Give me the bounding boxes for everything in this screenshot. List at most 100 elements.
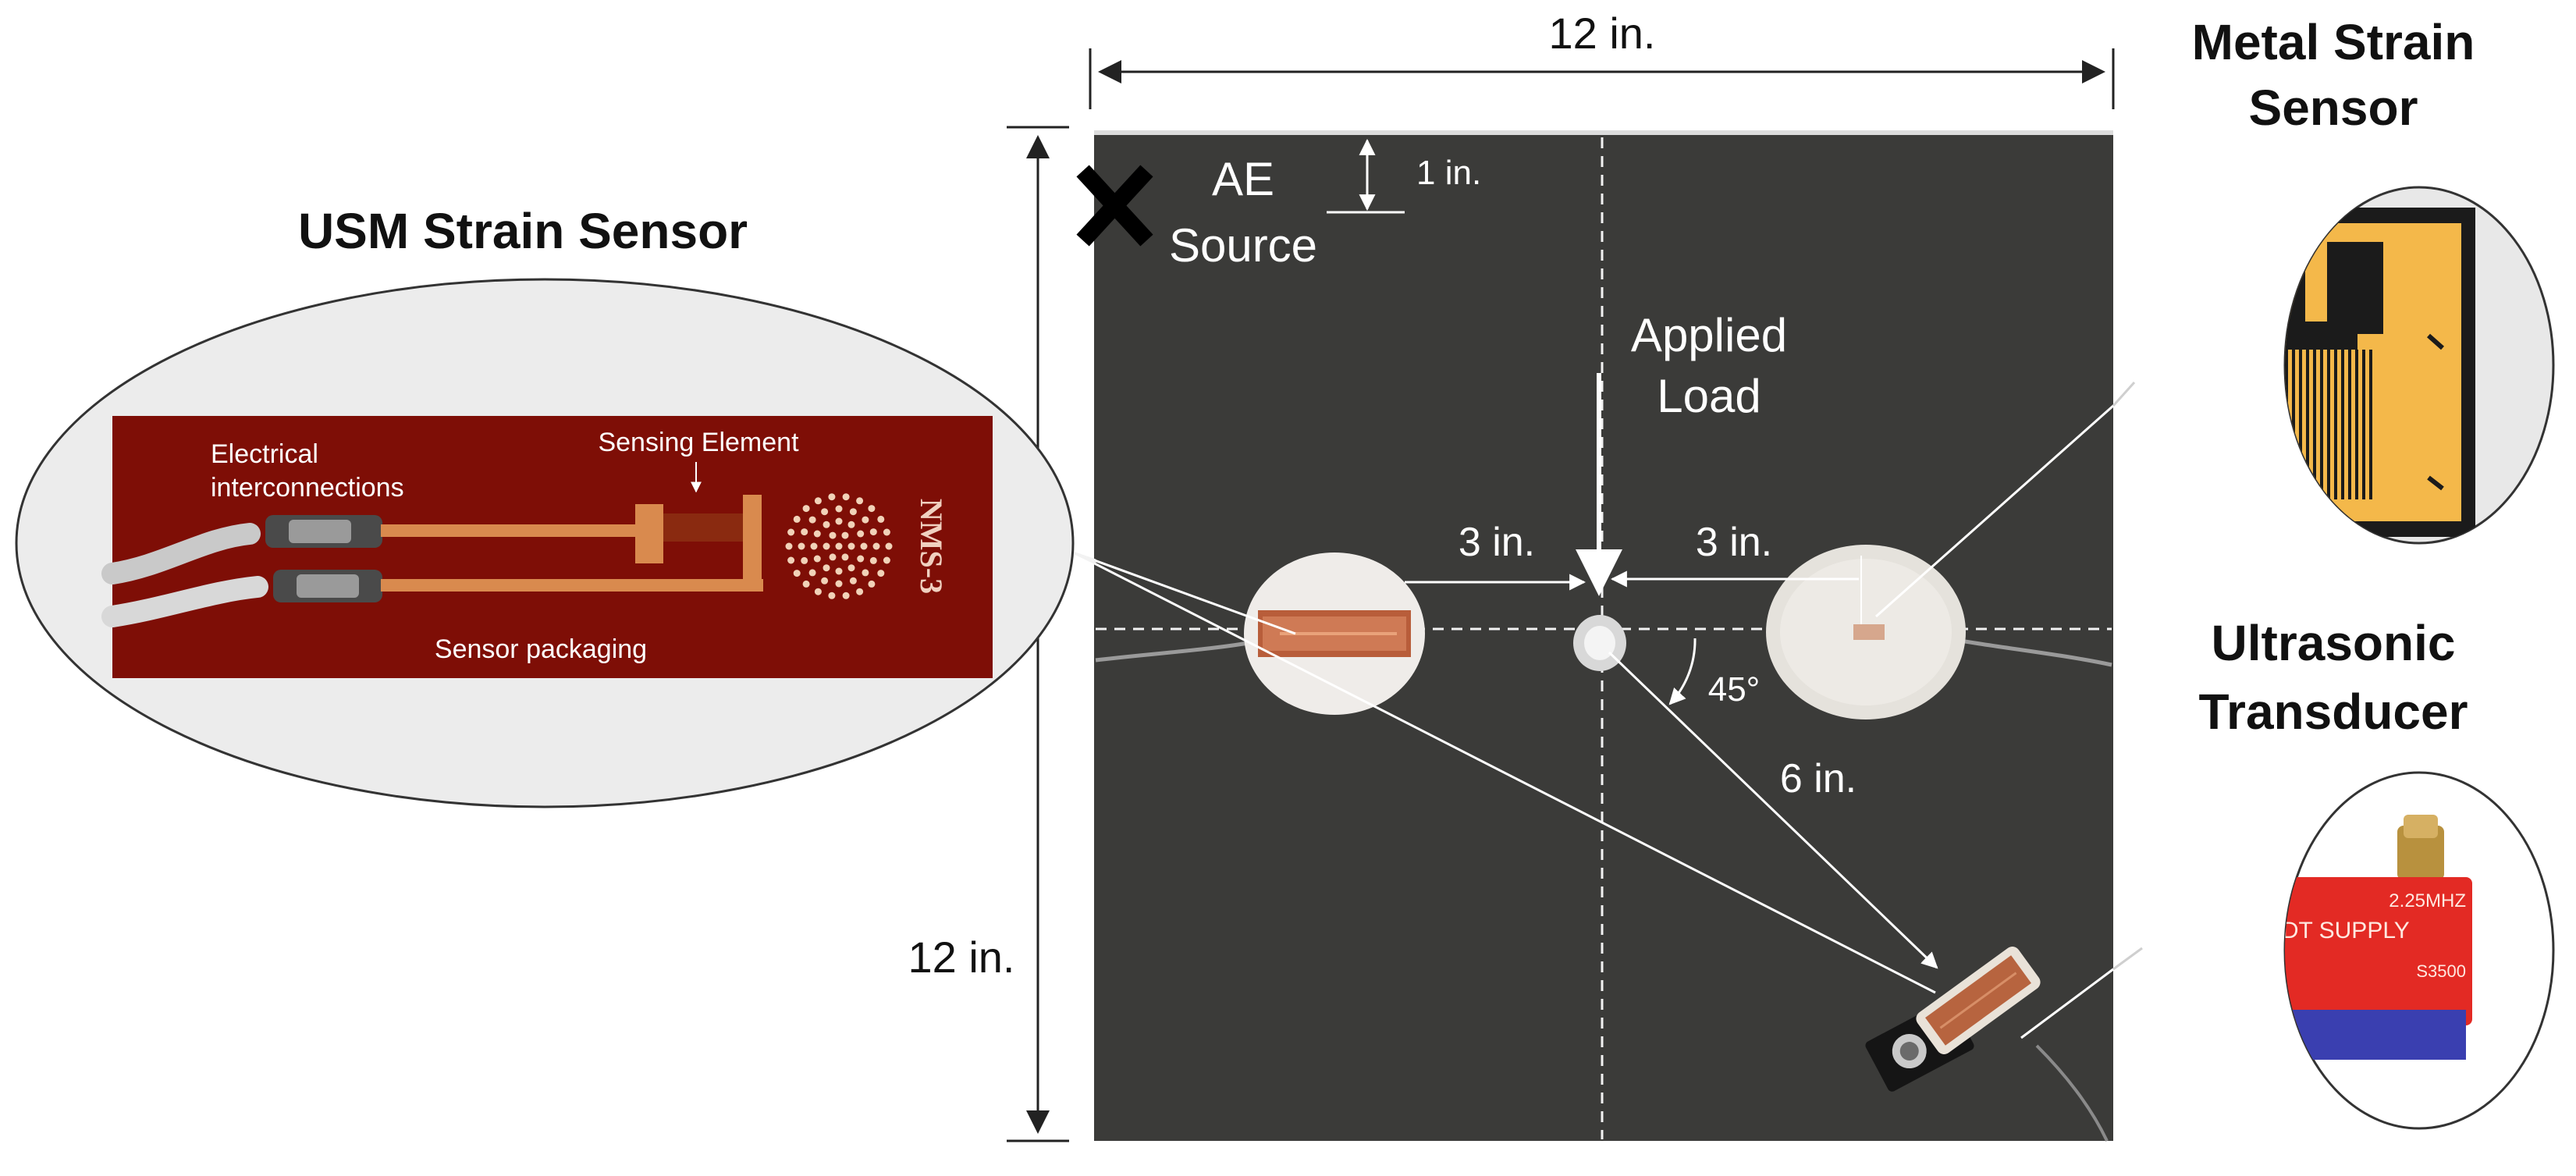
usm-pattern-dot — [793, 570, 801, 577]
usm-pattern-dot — [835, 567, 843, 575]
left-dimension-label: 12 in. — [908, 933, 1015, 982]
ae-source-label-line1: AE — [1212, 153, 1274, 205]
transducer-size-label: 1/2X1.0" — [2215, 890, 2286, 911]
transducer-body — [2285, 877, 2472, 1025]
metal-gauge-foil — [2285, 223, 2461, 521]
usm-pattern-dot — [802, 505, 810, 513]
usm-pattern-dot — [885, 542, 893, 550]
ultrasonic-title-line2: Transducer — [2198, 684, 2468, 740]
usm-pattern-dot — [841, 553, 849, 561]
usm-pattern-dot — [823, 520, 830, 528]
plate: AE Source 1 in. Applied Load 3 in. 3 in.… — [1072, 130, 2113, 1142]
usm-pattern-dot — [841, 531, 849, 539]
usm-pattern-dot — [856, 588, 864, 595]
usm-pattern-dot — [808, 569, 816, 577]
usm-pattern-dot — [787, 528, 795, 536]
usm-pattern-dot — [829, 553, 837, 561]
usm-pattern-dot — [842, 493, 850, 501]
usm-pattern-dot — [787, 556, 795, 564]
bnc-connector — [2397, 826, 2444, 880]
usm-pattern-dot — [883, 528, 890, 536]
usm-pattern-dot — [868, 580, 876, 588]
usm-pattern-dot — [857, 555, 865, 563]
usm-pattern-dot — [835, 542, 843, 550]
usm-leader-line-1 — [1072, 551, 1296, 635]
usm-pattern-dot — [798, 542, 805, 550]
usm-pattern-dot — [814, 497, 822, 505]
top-dimension-label: 12 in. — [1549, 9, 1656, 58]
ultrasonic-title-line1: Ultrasonic — [2212, 615, 2456, 671]
usm-pattern-dot — [869, 556, 877, 564]
usm-pattern-dot — [808, 516, 816, 524]
usm-pattern-dot — [857, 530, 865, 538]
usm-pattern-dot — [869, 528, 877, 536]
sensing-element-label: Sensing Element — [598, 428, 799, 457]
usm-pattern-dot — [842, 592, 850, 599]
usm-pattern-dot — [813, 555, 821, 563]
usm-pattern-dot — [813, 530, 821, 538]
transducer-serial-label: S3500 — [2416, 961, 2466, 981]
usm-pattern-dot — [862, 569, 869, 577]
applied-load-label-line2: Load — [1657, 370, 1761, 422]
usm-pattern-dot — [835, 505, 843, 513]
usm-pattern-dot — [814, 588, 822, 595]
usm-pattern-dot — [835, 580, 843, 588]
usm-pattern-dot — [821, 508, 829, 516]
transducer-brand-label: NDT SUPPLY — [2265, 918, 2410, 943]
metal-leader-line — [2112, 381, 2136, 407]
usm-pattern-dot — [821, 577, 829, 584]
usm-pattern-dot — [801, 556, 808, 564]
usm-pattern-dot — [856, 497, 864, 505]
applied-load-label-line1: Applied — [1631, 309, 1787, 361]
transducer-model-label: BSA-512 — [2215, 961, 2283, 981]
usm-pattern-dot — [849, 577, 857, 584]
usm-sensor-photo — [112, 416, 993, 678]
metal-sensor-title-line1: Metal Strain — [2192, 14, 2475, 70]
source-offset-label: 1 in. — [1416, 154, 1481, 192]
ae-source-x-icon — [1076, 165, 1153, 247]
ultrasonic-transducer-on-plate — [1865, 947, 2041, 1092]
usm-sensor-callout: USM Strain Sensor NMS-3 Electrical inter… — [15, 203, 1075, 808]
usm-pattern-dot — [872, 542, 880, 550]
usm-pattern-dot — [868, 505, 876, 513]
diagonal-distance-label: 6 in. — [1780, 756, 1856, 801]
ae-source-label-line2: Source — [1169, 219, 1317, 272]
usm-sensor-title: USM Strain Sensor — [298, 203, 748, 259]
usm-pattern-dot — [793, 515, 801, 523]
right-distance-label: 3 in. — [1696, 520, 1772, 565]
usm-pattern-dot — [877, 515, 885, 523]
usm-pattern-dot — [847, 520, 855, 528]
top-dimension: 12 in. — [1089, 9, 2115, 109]
electrical-interconnections-line2: interconnections — [211, 473, 404, 503]
usm-pattern-dot — [823, 542, 830, 550]
usm-pattern-dot — [785, 542, 793, 550]
transducer-face — [2285, 1010, 2466, 1060]
usm-pattern-dot — [835, 517, 843, 525]
usm-pattern-dot — [860, 542, 868, 550]
usm-pattern-dot — [810, 542, 818, 550]
usm-pattern-dot — [828, 493, 836, 501]
metal-gauge-marking: EU — [2198, 423, 2233, 467]
usm-pattern-dot — [801, 528, 808, 536]
usm-pattern-dot — [849, 508, 857, 516]
usm-pattern-dot — [823, 564, 830, 572]
sensor-packaging-label: Sensor packaging — [435, 634, 647, 664]
ultrasonic-leader-line — [2020, 968, 2114, 1039]
metal-sensor-callout: Metal Strain Sensor EU — [2192, 14, 2555, 545]
usm-pattern-dot — [847, 542, 855, 550]
left-distance-label: 3 in. — [1459, 520, 1535, 565]
usm-pattern-dot — [877, 570, 885, 577]
angle-label: 45° — [1708, 670, 1761, 709]
angle-arc — [1668, 638, 1697, 705]
electrical-interconnections-line1: Electrical — [211, 439, 318, 469]
ultrasonic-callout: Ultrasonic Transducer 1/2X1.0" 2.25MHZ N… — [2198, 615, 2555, 1130]
metal-sensor-title-line2: Sensor — [2249, 80, 2418, 136]
usm-leader-line-2 — [1072, 551, 1936, 994]
diagonal-distance-arrow — [1608, 651, 1938, 969]
right-metal-sensor-on-plate — [1766, 545, 1966, 719]
usm-pattern-dot — [883, 556, 890, 564]
usm-pattern-dot — [828, 592, 836, 599]
usm-pattern-dot — [829, 531, 837, 539]
usm-chip-marking: NMS-3 — [914, 499, 949, 594]
